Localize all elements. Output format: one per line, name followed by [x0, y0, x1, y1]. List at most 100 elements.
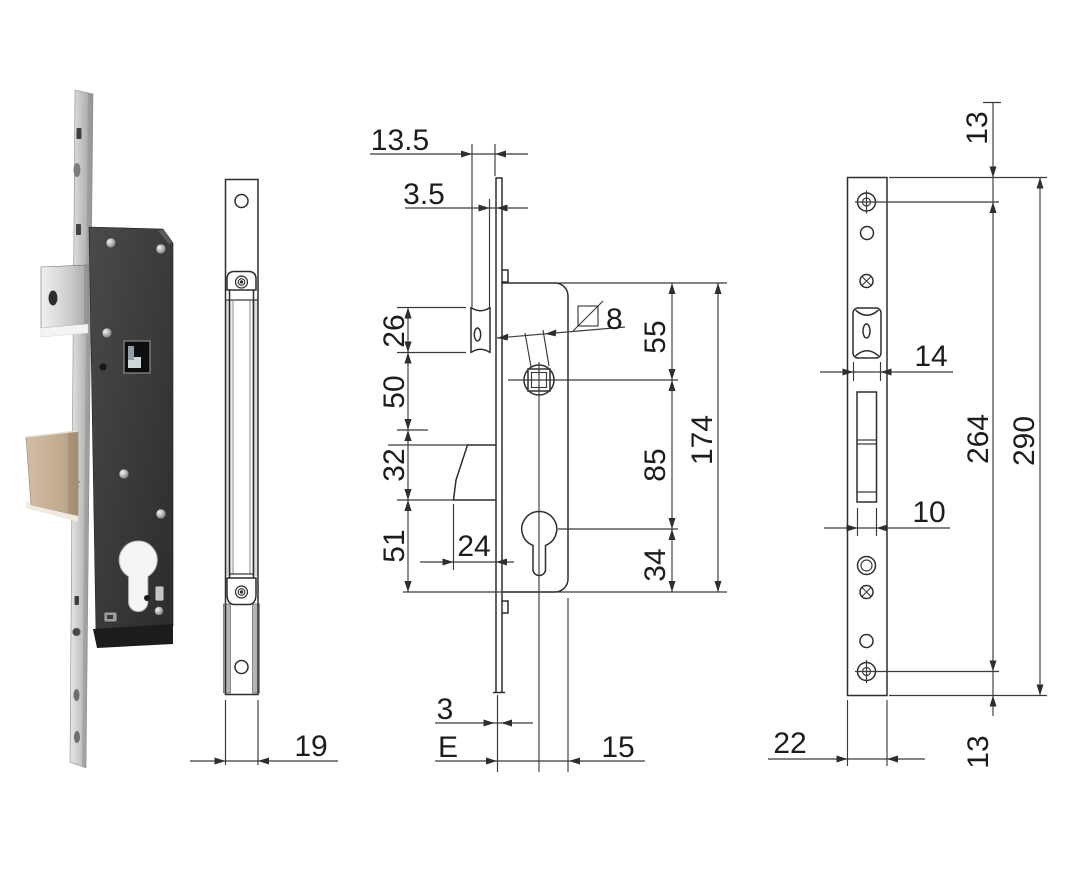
photo-latch-hole [48, 290, 58, 306]
front-hole-bottom [859, 633, 874, 649]
dim-front-14: 14 [820, 340, 953, 381]
front-latch-roller-top [855, 309, 879, 316]
dim-section-E-15: E 15 [435, 598, 645, 772]
dim-label-55: 55 [639, 320, 672, 353]
dim-label-26: 26 [378, 314, 411, 347]
photo-lock-case [88, 226, 174, 633]
side-bottom-screw-ring [237, 588, 246, 596]
dim-section-174: 174 [686, 283, 722, 592]
dim-front-13-264-13: 13 264 13 [961, 101, 1001, 769]
lock-photo-view [25, 89, 174, 769]
dim-label-13_5: 13.5 [371, 124, 429, 157]
front-latch-axle [862, 323, 871, 339]
dim-label-10: 10 [912, 496, 945, 529]
front-bolt-opening [856, 391, 878, 503]
dim-front-22: 22 [768, 700, 925, 766]
photo-spindle-insert [128, 357, 141, 368]
photo-plate-slot [76, 128, 82, 139]
photo-hook-bolt-facet [26, 501, 78, 522]
dim-label-8: 8 [606, 303, 623, 336]
photo-case-chamfer [158, 229, 173, 244]
dim-section-spindle-8: 8 [496, 300, 626, 368]
front-screw-small-bottom [859, 584, 874, 600]
photo-latch-bolt [40, 264, 89, 329]
front-hole-top [859, 225, 875, 241]
dim-section-13_5: 13.5 [370, 124, 528, 307]
front-screw-small-top-cross [861, 276, 872, 286]
photo-case-pin [99, 363, 107, 371]
photo-plate-hole [73, 163, 81, 177]
photo-cylinder-pin [144, 595, 150, 601]
photo-plate-hole [73, 689, 80, 701]
dim-section-left-chain: 26 50 32 51 [378, 307, 412, 592]
side-bar-shade-left [223, 603, 231, 694]
side-top-bracket [226, 270, 257, 291]
dim-label-15: 15 [601, 731, 634, 764]
side-bar-shade-right [252, 603, 260, 694]
dim-label-34: 34 [639, 548, 672, 581]
photo-latch-facet [40, 323, 89, 338]
side-plate-outline [224, 178, 259, 696]
photo-plate-slot [74, 596, 79, 605]
dim-label-174: 174 [686, 415, 719, 465]
side-top-screw-dot [239, 280, 244, 284]
dim-section-55-85-34: 55 85 34 [639, 283, 676, 592]
faceplate-front-view: 14 10 13 264 13 [768, 101, 1047, 769]
dim-label-3_5: 3.5 [403, 178, 445, 211]
photo-case-screw [155, 243, 167, 255]
front-cylinder-hole-outer [856, 555, 877, 576]
dim-label-13-top: 13 [961, 111, 994, 144]
section-cylinder-hole [521, 510, 558, 577]
dim-label-85: 85 [639, 448, 672, 481]
section-latch-roller [470, 306, 491, 354]
dim-side-19: 19 [190, 700, 338, 765]
side-top-hole [234, 193, 249, 209]
front-cylinder-hole-inner [860, 559, 873, 572]
side-bottom-hole [234, 659, 249, 675]
dim-section-3: 3 [435, 693, 533, 772]
front-latch-roller-bottom [855, 350, 879, 357]
dim-label-E: E [438, 731, 458, 764]
front-screw-small-top [859, 273, 874, 289]
photo-latch-shade [84, 265, 88, 324]
photo-plate-screw [72, 628, 81, 636]
dim-label-24: 24 [457, 530, 490, 563]
dim-label-290: 290 [1008, 416, 1041, 466]
section-lock-case [501, 282, 569, 593]
square-symbol-icon [577, 305, 599, 327]
photo-plate-hole [74, 731, 80, 743]
dim-front-290: 290 [1008, 177, 1044, 696]
square-symbol-slash [572, 300, 604, 332]
section-hook-bolt [452, 444, 497, 501]
photo-case-screw [105, 237, 117, 249]
photo-hook-bolt-highlight [25, 430, 79, 438]
photo-case-bottom-step [93, 624, 173, 648]
photo-side-slot [154, 585, 165, 602]
photo-case-screw [118, 468, 130, 480]
dim-label-13-bottom: 13 [962, 735, 995, 768]
dim-front-10: 10 [824, 496, 950, 536]
section-fixing-tab-top [501, 269, 509, 283]
dim-label-264: 264 [962, 414, 995, 464]
dim-label-14: 14 [914, 340, 947, 373]
dim-section-24: 24 [420, 504, 514, 570]
side-bottom-screw-dot [239, 590, 244, 594]
dim-label-3: 3 [437, 693, 454, 726]
photo-hook-bolt-shade [68, 431, 78, 515]
lock-section-view: 26 50 32 51 13.5 3.5 [370, 124, 727, 772]
side-channel-shade-right [252, 300, 258, 576]
side-bottom-bracket [226, 577, 257, 606]
photo-side-screw [154, 606, 164, 616]
photo-case-screw [155, 508, 167, 520]
dim-label-32: 32 [378, 448, 411, 481]
front-latch-opening [852, 307, 882, 359]
photo-plate-slot [76, 224, 81, 235]
photo-case-screw [101, 327, 113, 339]
dim-section-3_5: 3.5 [403, 178, 528, 307]
dim-label-19: 19 [294, 730, 327, 763]
dim-label-51: 51 [378, 529, 411, 562]
photo-cylinder-cutout [118, 540, 158, 613]
faceplate-side-view: 19 [190, 178, 338, 765]
